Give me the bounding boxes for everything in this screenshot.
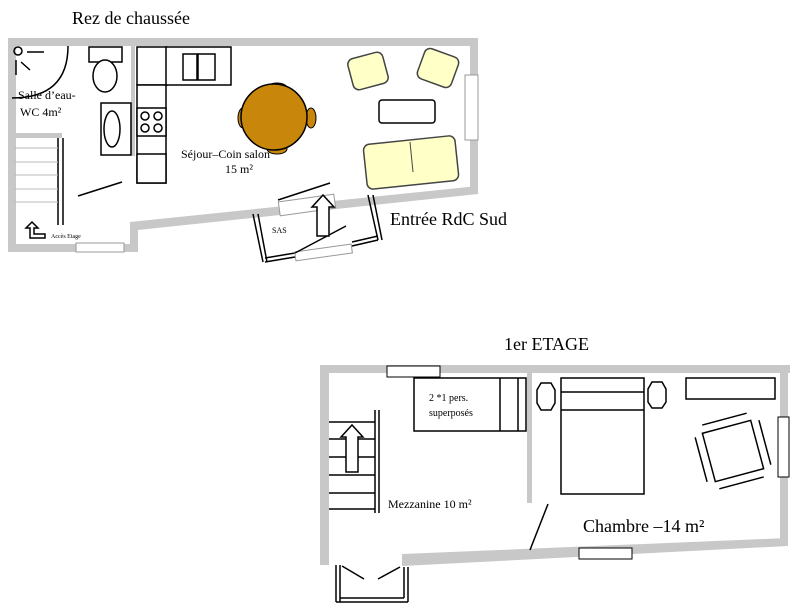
ground-floor-title: Rez de chaussée xyxy=(72,8,190,28)
bathroom-label: Salle d’eau- xyxy=(18,88,76,102)
bathroom-door xyxy=(77,181,123,197)
bedroom-door xyxy=(529,503,549,551)
armchair-icon xyxy=(347,47,460,91)
bathroom-area: WC 4m² xyxy=(20,105,62,119)
nightstand-left xyxy=(536,382,556,411)
coffee-table xyxy=(378,99,436,124)
up-arrow-icon xyxy=(339,423,365,473)
dresser xyxy=(685,377,776,400)
bedroom-label: Chambre –14 m² xyxy=(583,516,704,536)
shower-icon xyxy=(11,45,69,99)
mezzanine-label: Mezzanine 10 m² xyxy=(388,497,472,511)
table-with-chairs-icon xyxy=(694,412,772,490)
nightstand-right xyxy=(647,381,667,409)
balcony xyxy=(335,565,409,603)
airlock-label: SAS xyxy=(272,226,287,235)
living-area: 15 m² xyxy=(225,162,253,176)
living-label: Séjour–Coin salon xyxy=(181,147,270,161)
entrance-arrow-icon xyxy=(310,193,336,237)
first-floor-walls xyxy=(320,365,790,566)
bunk-bed-icon xyxy=(413,377,527,432)
first-floor-title: 1er ETAGE xyxy=(504,334,589,354)
turn-arrow-icon xyxy=(24,220,46,239)
kitchen-counter xyxy=(136,46,232,184)
toilet-icon xyxy=(88,46,123,93)
entrance-label: Entrée RdC Sud xyxy=(390,209,507,229)
bunk-label-2: superposés xyxy=(429,408,473,419)
bunk-label: 2 *1 pers. xyxy=(429,393,468,404)
sofa-icon xyxy=(362,135,460,190)
ground-floor-walls xyxy=(8,38,479,253)
stairs-label: Accès Etage xyxy=(51,234,81,240)
dining-table-icon xyxy=(237,82,317,155)
stairs-icon xyxy=(14,133,64,225)
sink-icon xyxy=(100,102,132,156)
double-bed-icon xyxy=(560,377,645,495)
